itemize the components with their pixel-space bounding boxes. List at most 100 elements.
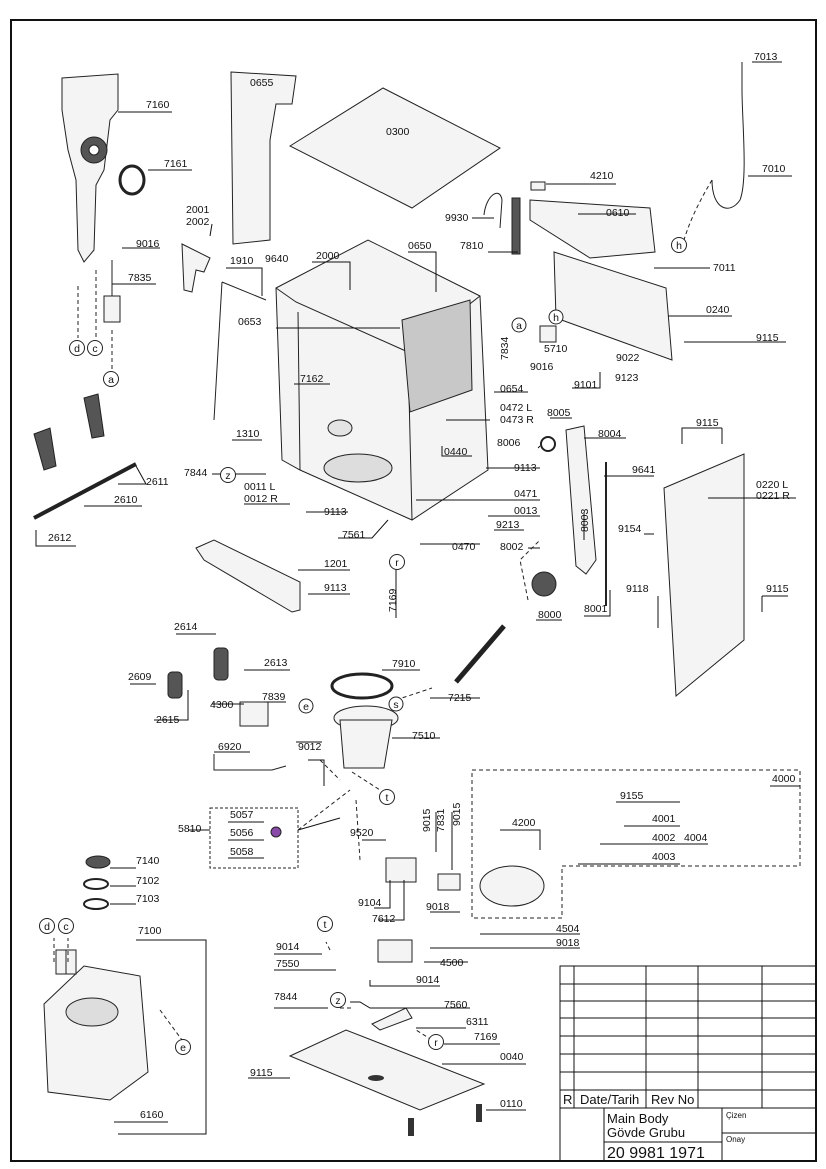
label-8001: 8001: [584, 603, 608, 615]
label-9115b: 9115: [696, 417, 719, 429]
label-1201: 1201: [324, 558, 348, 570]
part-2610-rod: [33, 462, 137, 520]
label-6311: 6311: [466, 1016, 489, 1028]
label-5810: 5810: [178, 823, 202, 835]
label-2613: 2613: [264, 657, 288, 669]
part-9930-hook: [483, 192, 503, 229]
part-7140-cap: [85, 855, 111, 869]
label-0300: 0300: [386, 126, 410, 138]
label-7100: 7100: [138, 925, 162, 937]
part-5710-part: [539, 325, 557, 343]
circle-ref-z-upper: z: [220, 467, 236, 483]
label-7140: 7140: [136, 855, 160, 867]
svg-text:t: t: [386, 792, 389, 804]
part-0040-base: [288, 1029, 486, 1111]
label-9520: 9520: [350, 827, 374, 839]
label-8005: 8005: [547, 407, 571, 419]
label-0650: 0650: [408, 240, 432, 252]
label-4003: 4003: [652, 851, 676, 863]
label-7011: 7011: [713, 262, 736, 274]
svg-text:a: a: [516, 320, 522, 332]
svg-text:s: s: [393, 699, 398, 711]
label-7810: 7810: [460, 240, 484, 252]
svg-text:z: z: [335, 995, 340, 1007]
svg-text:z: z: [225, 470, 230, 482]
part-4210-clip: [530, 181, 546, 191]
part-7100-softener: [43, 949, 149, 1101]
svg-text:r: r: [395, 557, 399, 569]
label-0470: 0470: [452, 541, 476, 553]
label-0473: 0473 R: [500, 414, 534, 426]
circle-ref-s: s: [388, 696, 404, 712]
label-7910: 7910: [392, 658, 416, 670]
label-9113b: 9113: [324, 506, 347, 518]
circle-ref-z-lower: z: [330, 992, 346, 1008]
label-2001: 2001: [186, 204, 210, 216]
svg-text:r: r: [434, 1037, 438, 1049]
part-7560-part: [371, 1007, 413, 1031]
part-7103-oring: [83, 898, 109, 910]
label-0220: 0220 L: [756, 479, 788, 491]
label-0655: 0655: [250, 77, 274, 89]
label-0610: 0610: [606, 207, 630, 219]
circle-ref-d-upper: d: [69, 340, 85, 356]
label-0471: 0471: [514, 488, 538, 500]
label-7103: 7103: [136, 893, 160, 905]
svg-text:a: a: [108, 374, 114, 386]
label-0654: 0654: [500, 383, 524, 395]
label-1910: 1910: [230, 255, 254, 267]
label-8004: 8004: [598, 428, 622, 440]
drawing-frame: [10, 19, 817, 1162]
part-6920-wire: [213, 754, 287, 771]
label-7831: 7831: [435, 808, 447, 832]
label-4001: 4001: [652, 813, 676, 825]
label-2611: 2611: [146, 476, 169, 488]
circle-ref-c-lower: c: [58, 918, 74, 934]
circle-ref-e-lower: e: [175, 1039, 191, 1055]
part-0655-panel: [230, 71, 297, 245]
part-foot-lower: [408, 1118, 414, 1136]
label-9016a: 9016: [136, 238, 160, 250]
label-8006: 8006: [497, 437, 521, 449]
label-7835: 7835: [128, 272, 152, 284]
circle-ref-h-valve: h: [548, 309, 564, 325]
label-0013: 0013: [514, 505, 538, 517]
label-9113a: 9113: [514, 462, 537, 474]
part-7160-bracket: [61, 73, 119, 263]
label-0440: 0440: [444, 446, 468, 458]
part-7831-hose: [437, 873, 461, 891]
part-7510-sump: [333, 705, 399, 769]
part-4500-hose: [377, 939, 413, 963]
label-9101: 9101: [574, 379, 598, 391]
label-9014a: 9014: [276, 941, 300, 953]
label-8003: 8003: [579, 508, 591, 532]
circle-ref-r-lower: r: [428, 1034, 444, 1050]
svg-text:h: h: [676, 240, 682, 252]
circle-ref-d-lower: d: [39, 918, 55, 934]
part-7612-body: [385, 857, 417, 883]
label-7102: 7102: [136, 875, 160, 887]
circle-ref-r-upper: r: [389, 554, 405, 570]
label-9022: 9022: [616, 352, 640, 364]
label-9018b: 9018: [556, 937, 580, 949]
label-9155: 9155: [620, 790, 644, 802]
label-9213: 9213: [496, 519, 520, 531]
label-0040: 0040: [500, 1051, 524, 1063]
label-9012: 9012: [298, 741, 322, 753]
label-9113c: 9113: [324, 582, 347, 594]
part-2614-part: [213, 647, 229, 681]
label-7510: 7510: [412, 730, 436, 742]
label-2610: 2610: [114, 494, 138, 506]
part-7010-hose: [711, 62, 745, 209]
circle-ref-t-upper: t: [379, 789, 395, 805]
svg-text:h: h: [553, 312, 559, 324]
part-0110-foot: [476, 1104, 482, 1122]
part-2001-bracket: [181, 243, 211, 293]
drawn-label: Çizen: [726, 1111, 746, 1120]
label-9115d: 9115: [250, 1067, 273, 1079]
circle-ref-a-valve: a: [511, 317, 527, 333]
part-7215-tube: [454, 624, 506, 684]
label-8002: 8002: [500, 541, 524, 553]
part-4504-pump: [479, 865, 545, 907]
label-7161: 7161: [164, 158, 188, 170]
